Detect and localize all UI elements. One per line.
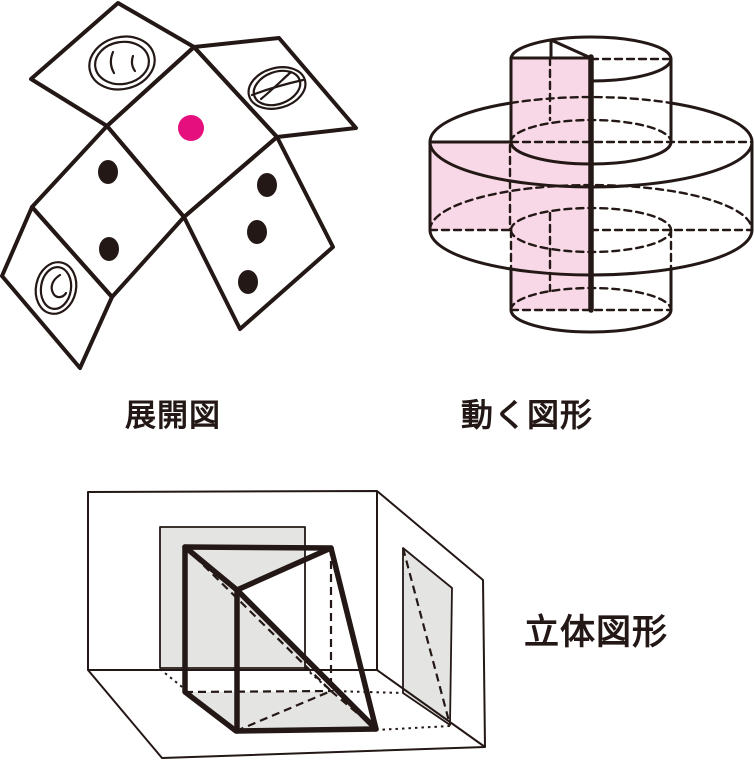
room-box [87,490,486,759]
solid-figure [87,490,486,759]
dice-face [0,205,114,370]
net-figure-label: 展開図 [125,398,221,433]
sketch-circle-icon [34,261,78,315]
black-pips [98,160,277,294]
dice-face [182,135,335,331]
pink-pip [178,115,204,141]
sketch-circle-icon [247,66,307,110]
cube-edges [182,544,379,734]
sketch-circle-icon [88,35,156,91]
rotation-figure-label: 動く図形 [460,397,593,433]
solid-figure-label: 立体図形 [523,613,668,652]
dice-face [29,1,196,128]
dice-net-figure [0,1,358,370]
rotation-solid-figure [428,35,754,334]
dice-face [30,124,186,299]
cube-bottom-face [185,691,376,731]
projection-lines [159,667,451,732]
